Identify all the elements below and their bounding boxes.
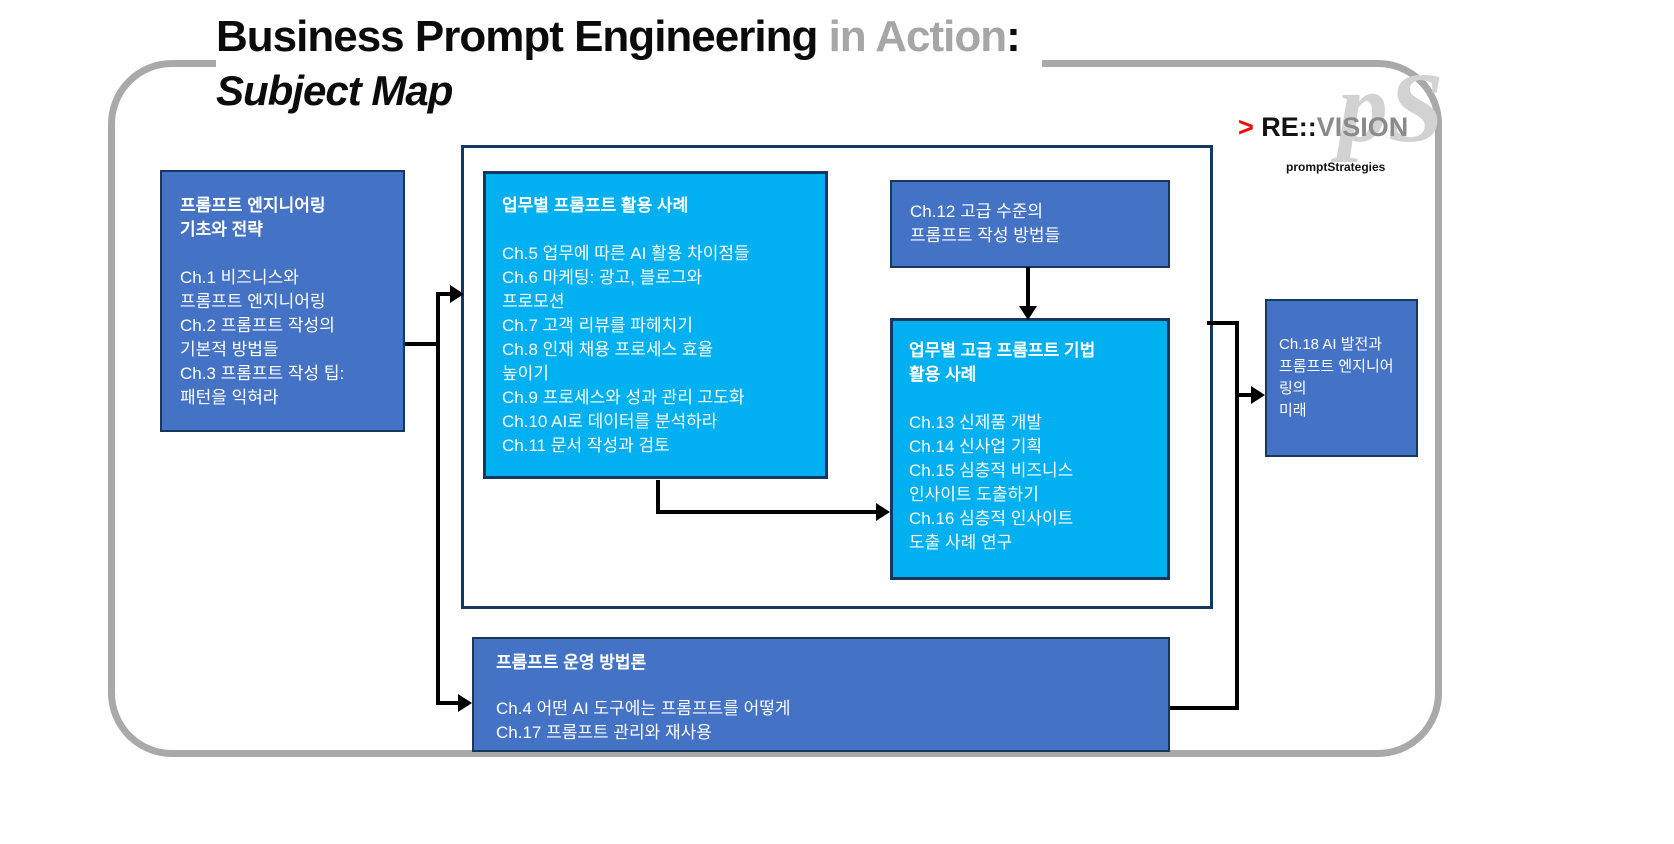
arrowhead-to-advanced-use-cases — [876, 503, 890, 521]
foundation-box-title: 프롬프트 엔지니어링 기초와 전략 — [180, 196, 326, 239]
operations-box: 프롬프트 운영 방법론 Ch.4 어떤 AI 도구에는 프롬프트를 어떻게 Ch… — [472, 637, 1170, 752]
connector-to-operations — [436, 701, 458, 705]
page-subtitle: Subject Map — [216, 66, 453, 114]
foundation-box: 프롬프트 엔지니어링 기초와 전략 Ch.1 비즈니스와 프롬프트 엔지니어링 … — [160, 170, 405, 432]
connector-usecases-to-advanced — [656, 510, 876, 514]
brand-logo: > RE::VISION — [1238, 112, 1408, 143]
logo-script-monogram: pS — [1338, 52, 1444, 163]
use-cases-box-body: Ch.5 업무에 따른 AI 활용 차이점들 Ch.6 마케팅: 광고, 블로그… — [502, 244, 750, 455]
arrowhead-to-group — [450, 285, 464, 303]
operations-box-title: 프롬프트 운영 방법론 — [496, 653, 647, 672]
future-box: Ch.18 AI 발전과 프롬프트 엔지니어링의 미래 — [1265, 299, 1418, 457]
logo-tagline: promptStrategies — [1286, 160, 1386, 174]
arrowhead-to-future — [1251, 386, 1265, 404]
use-cases-box: 업무별 프롬프트 활용 사례 Ch.5 업무에 따른 AI 활용 차이점들 Ch… — [483, 171, 828, 479]
use-cases-box-title: 업무별 프롬프트 활용 사례 — [502, 196, 689, 215]
advanced-methods-box-body: Ch.12 고급 수준의 프롬프트 작성 방법들 — [910, 202, 1061, 245]
operations-box-body: Ch.4 어떤 AI 도구에는 프롬프트를 어떻게 Ch.17 프롬프트 관리와… — [496, 699, 791, 742]
future-box-body: Ch.18 AI 발전과 프롬프트 엔지니어링의 미래 — [1279, 336, 1394, 419]
logo-chevron-icon: > — [1238, 112, 1262, 142]
page-title: Business Prompt Engineering in Action: — [216, 12, 1021, 63]
connector-foundation-out — [405, 342, 438, 346]
title-main: Business Prompt Engineering — [216, 12, 818, 61]
arrowhead-ch12-to-advanced — [1019, 306, 1037, 320]
connector-usecases-down — [656, 480, 660, 514]
connector-left-vertical — [436, 294, 440, 705]
connector-group-out — [1207, 321, 1239, 325]
advanced-use-cases-box-body: Ch.13 신제품 개발 Ch.14 신사업 기획 Ch.15 심층적 비즈니스… — [909, 413, 1074, 552]
advanced-use-cases-box: 업무별 고급 프롬프트 기법 활용 사례 Ch.13 신제품 개발 Ch.14 … — [890, 318, 1170, 580]
connector-to-future — [1239, 393, 1251, 397]
connector-ch12-down — [1026, 267, 1030, 306]
foundation-box-body: Ch.1 비즈니스와 프롬프트 엔지니어링 Ch.2 프롬프트 작성의 기본적 … — [180, 268, 345, 407]
title-colon: : — [1006, 12, 1021, 61]
advanced-methods-box: Ch.12 고급 수준의 프롬프트 작성 방법들 — [890, 180, 1170, 268]
title-accent: in Action — [817, 12, 1008, 61]
connector-operations-out — [1170, 706, 1239, 710]
connector-to-group — [436, 292, 452, 296]
connector-right-vertical — [1235, 321, 1239, 710]
advanced-use-cases-box-title: 업무별 고급 프롬프트 기법 활용 사례 — [909, 341, 1096, 384]
title-block: Business Prompt Engineering in Action: S… — [216, 12, 1042, 115]
arrowhead-to-operations — [458, 694, 472, 712]
logo-brand-gray: VISION — [1316, 112, 1409, 142]
logo-brand-black: RE:: — [1261, 112, 1317, 142]
